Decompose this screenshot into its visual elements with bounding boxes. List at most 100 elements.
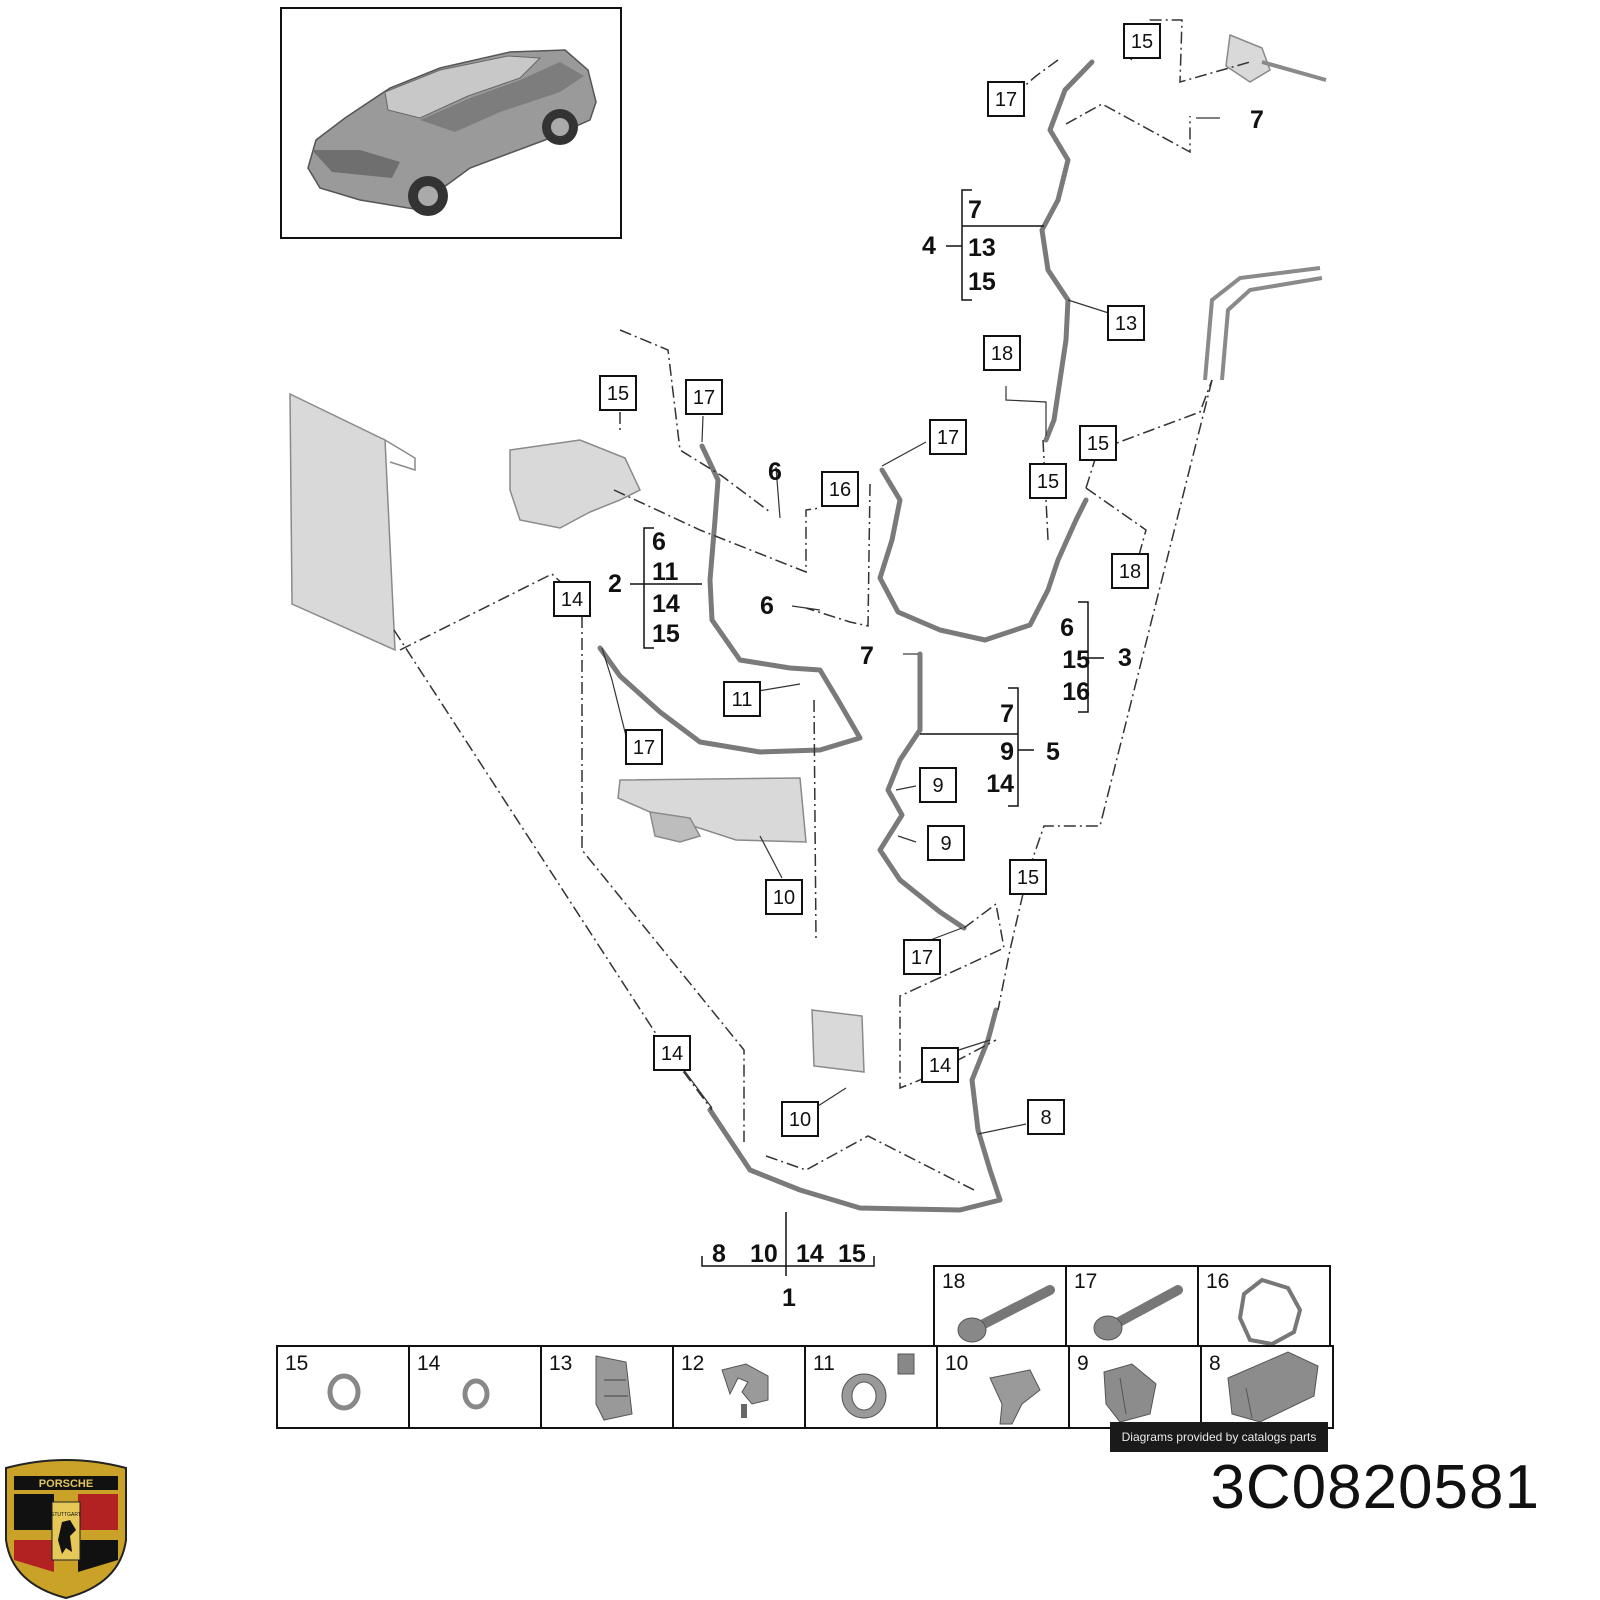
- callout-17: 17: [987, 81, 1025, 117]
- callout-15: 15: [1009, 859, 1047, 895]
- bolt-icon: [957, 1285, 1055, 1343]
- callout-label: 14: [561, 589, 583, 611]
- callout-15: 15: [599, 375, 637, 411]
- porsche-crest-logo: PORSCHE STUTTGART: [5, 1459, 127, 1600]
- group-member: 6: [1060, 614, 1074, 642]
- callout-16: 16: [821, 471, 859, 507]
- callout-18: 18: [983, 335, 1021, 371]
- rubber-grommet-icon: [1227, 1351, 1319, 1423]
- group-member: 16: [1062, 678, 1090, 706]
- group-member: 14: [986, 770, 1014, 798]
- group-member: 8: [712, 1240, 726, 1268]
- group-1: 1 8 10 14 15: [701, 1212, 875, 1312]
- plain-labels: 7 6 6 7: [760, 106, 1264, 670]
- callout-label: 8: [1040, 1107, 1051, 1129]
- group-number: 2: [608, 570, 622, 598]
- cell-label: 16: [1206, 1270, 1229, 1293]
- callout-label: 9: [940, 833, 951, 855]
- callout-14: 14: [653, 1035, 691, 1071]
- group-member: 7: [968, 196, 982, 224]
- callout-label: 18: [1119, 561, 1141, 583]
- callout-leaders: [601, 117, 1220, 1135]
- group-member: 15: [968, 268, 996, 296]
- pipe-2: [597, 443, 863, 755]
- callout-17: 17: [625, 729, 663, 765]
- plain-label: 6: [760, 592, 774, 620]
- leader-lines: [393, 19, 1251, 1191]
- callout-label: 16: [829, 479, 851, 501]
- callout-label: 17: [633, 737, 655, 759]
- callout-label: 15: [1131, 31, 1153, 53]
- vehicle-thumbnail: [280, 7, 622, 239]
- cell-label: 15: [285, 1352, 308, 1375]
- callout-10: 10: [765, 879, 803, 915]
- cell-label: 18: [942, 1270, 965, 1293]
- plain-label: 7: [1250, 106, 1264, 134]
- plain-label: 6: [768, 458, 782, 486]
- control-unit-icon: [811, 1009, 865, 1073]
- seal-ring-icon: [1237, 1277, 1303, 1347]
- callout-15: 15: [1029, 463, 1067, 499]
- pipe-4: [1039, 59, 1095, 443]
- group-number: 1: [782, 1284, 796, 1312]
- cell-label: 11: [813, 1352, 835, 1375]
- callout-8: 8: [1027, 1099, 1065, 1135]
- callout-label: 14: [929, 1055, 951, 1077]
- parts-cell: [408, 1345, 542, 1429]
- plain-label: 7: [860, 642, 874, 670]
- callout-17: 17: [929, 419, 967, 455]
- hose-clamp-icon: [841, 1353, 915, 1419]
- inlet-pipe-icon: [1261, 60, 1327, 82]
- callout-18: 18: [1111, 553, 1149, 589]
- condenser-bracket-icon: [384, 439, 416, 472]
- cell-label: 17: [1074, 1270, 1097, 1293]
- group-2: 2 6 11 14 15: [608, 527, 702, 649]
- group-member: 10: [750, 1240, 778, 1268]
- callout-14: 14: [553, 581, 591, 617]
- callout-label: 17: [995, 89, 1017, 111]
- inlet-fitting-icon: [1225, 33, 1271, 83]
- bolt-icon: [1093, 1285, 1183, 1341]
- callout-15: 15: [1123, 23, 1161, 59]
- callout-label: 14: [661, 1043, 683, 1065]
- group-member: 7: [1000, 700, 1014, 728]
- group-5: 5 7 9 14: [920, 687, 1060, 807]
- callout-label: 10: [789, 1109, 811, 1131]
- group-3: 3 6 15 16: [1060, 601, 1132, 713]
- callout-17: 17: [903, 939, 941, 975]
- callout-10: 10: [781, 1101, 819, 1137]
- callout-label: 11: [732, 689, 753, 711]
- logo-subtext: STUTTGART: [51, 1512, 81, 1518]
- callout-label: 17: [911, 947, 933, 969]
- group-number: 5: [1046, 738, 1060, 766]
- callout-17: 17: [685, 379, 723, 415]
- callout-11: 11: [723, 681, 761, 717]
- cell-label: 12: [681, 1352, 704, 1375]
- callout-9: 9: [927, 825, 965, 861]
- radiator-icon: [617, 777, 807, 843]
- callout-label: 15: [1037, 471, 1059, 493]
- group-member: 14: [796, 1240, 824, 1268]
- condenser-icon: [289, 392, 396, 652]
- suv-vehicle-icon: [307, 49, 597, 216]
- group-number: 4: [922, 232, 936, 260]
- o-ring-icon: [462, 1378, 490, 1410]
- callout-label: 10: [773, 887, 795, 909]
- credit-badge: Diagrams provided by catalogs parts: [1110, 1422, 1328, 1452]
- cell-label: 13: [549, 1352, 572, 1375]
- evaporator-pipe-icon: [1203, 266, 1323, 381]
- cell-label: 14: [417, 1352, 441, 1375]
- group-member: 15: [1062, 646, 1090, 674]
- components: [289, 33, 1327, 1073]
- group-4: 4 7 13 15: [922, 189, 1044, 301]
- group-member: 6: [652, 528, 666, 556]
- group-brackets: 4 7 13 15 2 6 11 14 15 3 6 15 16 5 7 9: [608, 189, 1132, 1312]
- pipe-3: [877, 467, 1089, 643]
- callout-label: 15: [1087, 433, 1109, 455]
- cell-label: 9: [1077, 1352, 1089, 1375]
- group-member: 15: [838, 1240, 866, 1268]
- group-member: 15: [652, 620, 680, 648]
- cell-label: 10: [945, 1352, 968, 1375]
- part-number: 3C0820581: [1210, 1453, 1540, 1522]
